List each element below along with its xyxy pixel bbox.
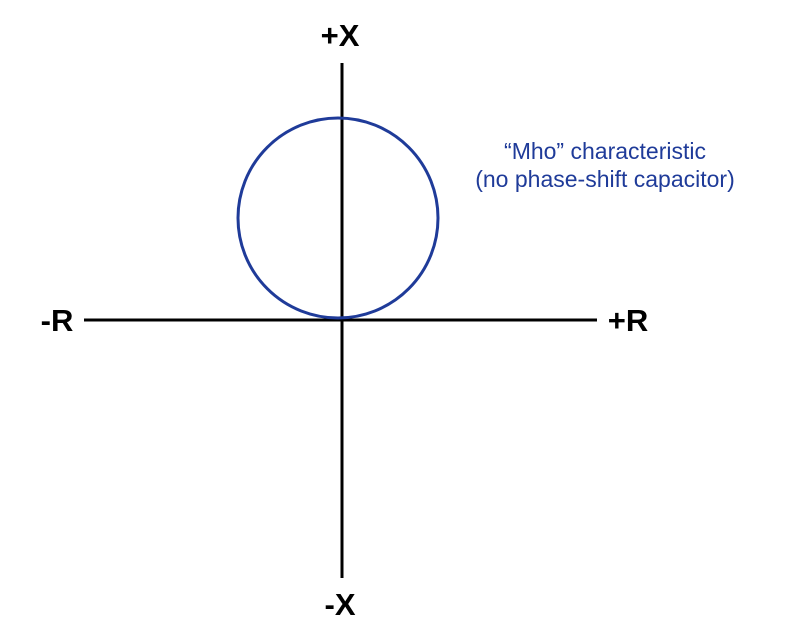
positive-r-label: +R xyxy=(608,303,649,338)
mho-annotation-line1: “Mho” characteristic xyxy=(504,138,706,164)
positive-x-label: +X xyxy=(321,18,360,53)
negative-x-label: -X xyxy=(325,587,356,622)
mho-characteristic-circle xyxy=(236,116,440,320)
negative-r-label: -R xyxy=(41,303,74,338)
mho-annotation-line2: (no phase-shift capacitor) xyxy=(475,166,735,192)
